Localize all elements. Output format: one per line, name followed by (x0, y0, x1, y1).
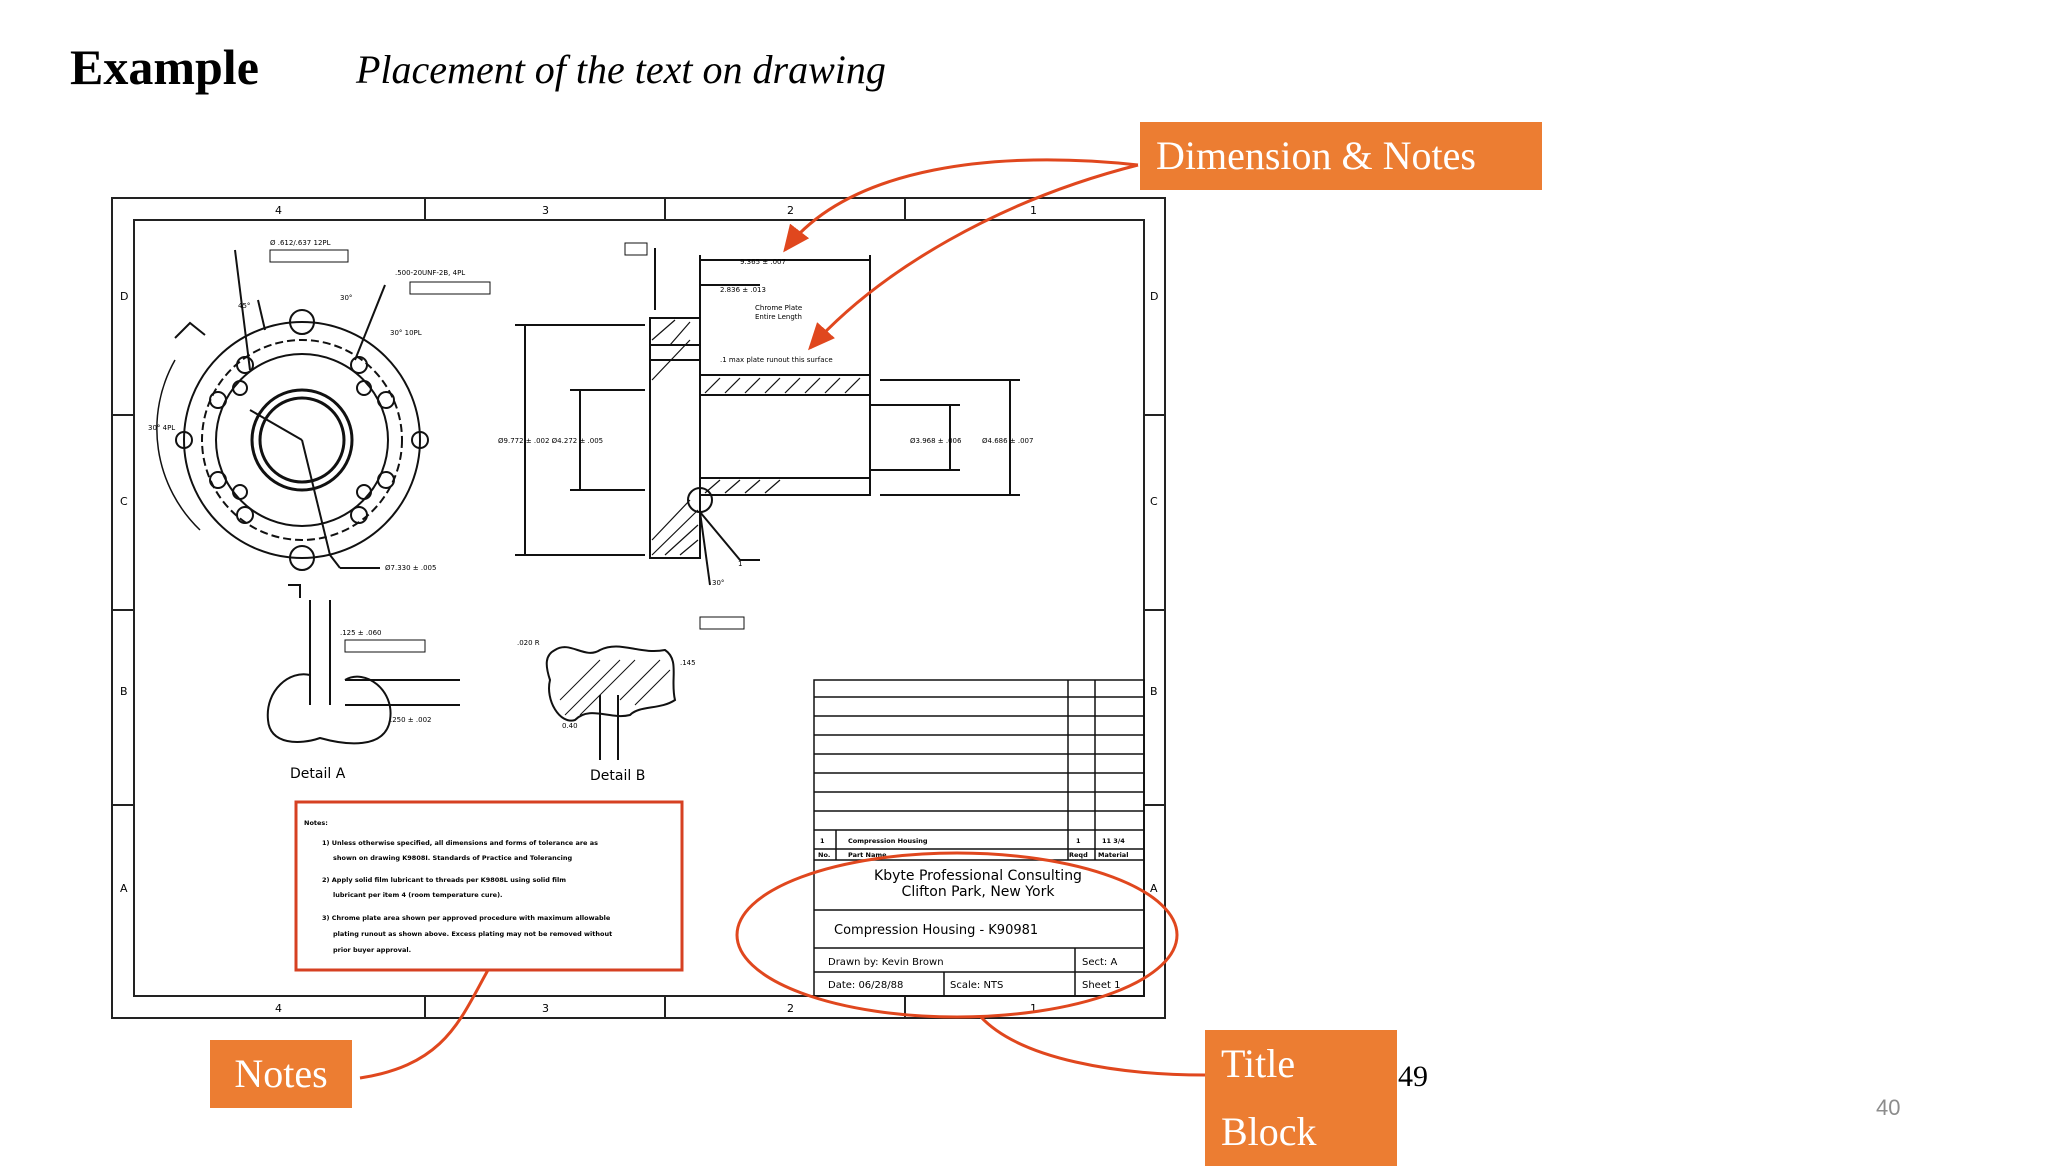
zone-right-b: B (1150, 685, 1158, 698)
item-1-balloon: 1 (738, 560, 742, 568)
dia-right1-label: Ø3.968 ± .006 (910, 437, 962, 445)
detail-b-labels: .020 R .145 0.40 (517, 639, 696, 730)
tb-item-desc: Compression Housing (848, 837, 928, 845)
zone-top-2: 2 (787, 204, 794, 217)
tb-title: Compression Housing - K90981 (834, 923, 1038, 938)
zone-right-d: D (1150, 290, 1158, 303)
detail-a-dim2: .250 ± .002 (390, 716, 432, 724)
dia-left-label: Ø9.772 ± .002 Ø4.272 ± .005 (498, 437, 603, 445)
zone-bottom-1: 1 (1030, 1002, 1037, 1015)
zone-bottom-4: 4 (275, 1002, 282, 1015)
notes-highlight-box (294, 800, 684, 972)
slide-number: 40 (1876, 1095, 1901, 1120)
detail-b-dim2: .145 (680, 659, 696, 667)
zone-top-4: 4 (275, 204, 282, 217)
zone-top-3: 3 (542, 204, 549, 217)
zone-left-a: A (120, 882, 128, 895)
zone-left-d: D (120, 290, 128, 303)
detail-b-dim1: .020 R (517, 639, 540, 647)
bolt-holes-label: Ø .612/.637 12PL (270, 239, 331, 247)
notes-line-7: prior buyer approval. (333, 946, 411, 954)
angle-45-label: 45° (238, 302, 250, 310)
section-labels: 9.365 ± .007 2.836 ± .013 Chrome Plate E… (498, 242, 1033, 630)
drawing-inner-border (133, 219, 1145, 997)
title-block-highlight-ellipse (735, 851, 1179, 1019)
zone-bottom-3: 3 (542, 1002, 549, 1015)
notes-line-5: 3) Chrome plate area shown per approved … (322, 914, 611, 922)
tb-col-no: No. (818, 851, 830, 859)
notes-line-6: plating runout as shown above. Excess pl… (333, 930, 612, 938)
detail-b-hatching (559, 659, 671, 716)
slide-heading: Example (70, 39, 259, 95)
chrome-plate-label-2: Entire Length (755, 313, 802, 321)
tb-col-part-name: Part Name (848, 851, 887, 859)
notes-callout: Notes (210, 1040, 352, 1108)
tb-sect: Sect: A (1082, 957, 1117, 968)
detail-a-view (266, 600, 460, 745)
tb-company: Kbyte Professional Consulting (874, 868, 1082, 884)
arrow-to-dimension (783, 158, 1139, 253)
tb-item-qty: 1 (1076, 837, 1081, 845)
zone-ticks (112, 198, 1165, 1018)
detail-a-label: Detail A (290, 766, 346, 782)
notes-line-1: 1) Unless otherwise specified, all dimen… (322, 839, 598, 847)
angle-36-label: 30° (712, 579, 724, 587)
tb-drawn-by: Drawn by: Kevin Brown (828, 957, 944, 968)
notes-line-3: 2) Apply solid film lubricant to threads… (322, 876, 566, 884)
flange-front-view (156, 249, 429, 598)
detail-a-dim1: .125 ± .060 (340, 629, 382, 637)
dim-overall-label: 9.365 ± .007 (740, 258, 786, 266)
slide-subheading: Placement of the text on drawing (356, 47, 886, 92)
detail-b-view (545, 645, 677, 760)
zone-labels: 4 3 2 1 4 3 2 1 D C B A D C B A (120, 204, 1158, 1015)
zone-left-b: B (120, 685, 128, 698)
notes-connector (359, 969, 490, 1080)
drawing-notes: Notes: 1) Unless otherwise specified, al… (304, 819, 612, 954)
section-hatching (651, 319, 861, 556)
zone-right-c: C (1150, 495, 1158, 508)
page-number: 49 (1398, 1060, 1428, 1093)
radius-label: Ø7.330 ± .005 (385, 564, 436, 572)
dim-inner-label: 2.836 ± .013 (720, 286, 766, 294)
detail-b-label: Detail B (590, 768, 645, 784)
thread-label: .500-20UNF-2B, 4PL (395, 269, 465, 277)
angle-30-10pl-label: 30° 10PL (390, 329, 422, 337)
tb-item-no: 1 (820, 837, 825, 845)
notes-line-4: lubricant per item 4 (room temperature c… (333, 891, 503, 899)
zone-bottom-2: 2 (787, 1002, 794, 1015)
angle-30-label: 30° (340, 294, 352, 302)
zone-right-a: A (1150, 882, 1158, 895)
dia-right2-label: Ø4.686 ± .007 (982, 437, 1033, 445)
title-block-grid (813, 679, 1145, 997)
flange-labels: Ø .612/.637 12PL .500-20UNF-2B, 4PL 30° … (148, 239, 491, 572)
angle-4pl-label: 30° 4PL (148, 424, 175, 432)
title-block-connector (978, 1014, 1206, 1077)
tb-scale: Scale: NTS (950, 980, 1003, 991)
tb-col-material: Material (1098, 851, 1128, 859)
arrow-to-note (807, 163, 1139, 351)
notes-header: Notes: (304, 819, 328, 827)
title-block-callout: Title Block (1205, 1030, 1397, 1166)
zone-left-c: C (120, 495, 128, 508)
section-side-view (515, 248, 1020, 586)
chrome-plate-label-1: Chrome Plate (755, 304, 802, 312)
tb-item-size: 11 3/4 (1102, 837, 1125, 845)
runout-note-label: .1 max plate runout this surface (720, 356, 833, 364)
drawing-outer-border (111, 197, 1166, 1019)
notes-line-2: shown on drawing K9808I. Standards of Pr… (333, 854, 572, 862)
tb-sheet: Sheet 1 (1082, 980, 1120, 991)
title-block-info: Kbyte Professional Consulting Clifton Pa… (828, 868, 1120, 991)
tb-col-reqd: Reqd (1069, 851, 1088, 859)
dimension-notes-callout: Dimension & Notes (1140, 122, 1542, 190)
tb-date: Date: 06/28/88 (828, 980, 903, 991)
title-block-parts: 1 Compression Housing 1 11 3/4 No. Part … (818, 837, 1128, 859)
detail-a-labels: .125 ± .060 .250 ± .002 (340, 629, 432, 724)
zone-top-1: 1 (1030, 204, 1037, 217)
tb-location: Clifton Park, New York (902, 884, 1056, 900)
detail-b-dim3: 0.40 (562, 722, 578, 730)
